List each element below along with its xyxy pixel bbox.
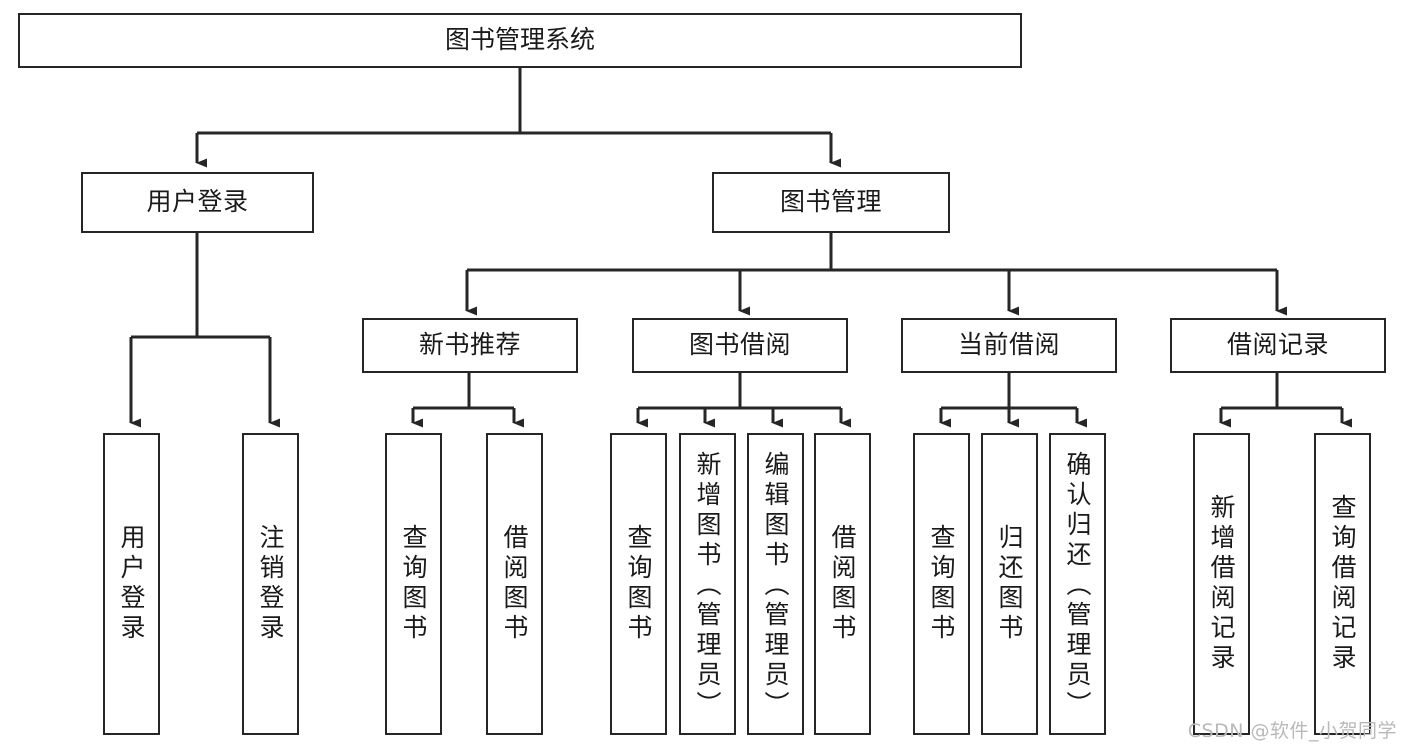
node-label: 归还图书: [995, 524, 1024, 644]
node-label: 借阅图书: [828, 524, 857, 644]
csdn-watermark: CSDN @软件_小贺同学: [1187, 720, 1397, 742]
node-book-management[interactable]: 图书管理: [712, 172, 950, 233]
node-label: 查询借阅记录: [1328, 494, 1357, 674]
node-new-book-recommend[interactable]: 新书推荐: [362, 318, 578, 373]
leaf-borrow-record-query-record[interactable]: 查询借阅记录: [1314, 433, 1371, 735]
node-user-login[interactable]: 用户登录: [81, 172, 314, 233]
leaf-user-login-login[interactable]: 用户登录: [103, 433, 160, 735]
leaf-current-borrow-return-books[interactable]: 归还图书: [981, 433, 1038, 735]
node-label: 确认归还（管理员）: [1063, 451, 1092, 721]
node-book-management-system[interactable]: 图书管理系统: [18, 13, 1022, 68]
leaf-current-borrow-query-books[interactable]: 查询图书: [913, 433, 970, 735]
node-label: 图书管理: [779, 187, 882, 217]
node-label: 新增图书（管理员）: [693, 451, 722, 721]
leaf-book-borrow-query-books[interactable]: 查询图书: [610, 433, 667, 735]
node-label: 当前借阅: [957, 330, 1060, 360]
leaf-book-borrow-borrow-books[interactable]: 借阅图书: [814, 433, 871, 735]
node-borrow-record[interactable]: 借阅记录: [1170, 318, 1386, 373]
node-label: 图书管理系统: [444, 25, 595, 55]
node-book-borrow[interactable]: 图书借阅: [632, 318, 848, 373]
leaf-user-login-logout[interactable]: 注销登录: [242, 433, 299, 735]
node-label: 用户登录: [117, 524, 146, 644]
node-label: 借阅图书: [500, 524, 529, 644]
node-label: 用户登录: [146, 187, 249, 217]
leaf-borrow-record-add-record[interactable]: 新增借阅记录: [1193, 433, 1250, 735]
leaf-current-borrow-confirm-return-admin[interactable]: 确认归还（管理员）: [1049, 433, 1106, 735]
node-label: 新书推荐: [418, 330, 521, 360]
node-label: 查询图书: [927, 524, 956, 644]
node-label: 查询图书: [624, 524, 653, 644]
node-label: 注销登录: [256, 524, 285, 644]
node-label: 编辑图书（管理员）: [761, 451, 790, 721]
node-label: 查询图书: [399, 524, 428, 644]
node-label: 图书借阅: [688, 330, 791, 360]
leaf-new-book-borrow-books[interactable]: 借阅图书: [486, 433, 543, 735]
leaf-book-borrow-edit-book-admin[interactable]: 编辑图书（管理员）: [747, 433, 804, 735]
leaf-new-book-query-books[interactable]: 查询图书: [385, 433, 442, 735]
leaf-book-borrow-add-book-admin[interactable]: 新增图书（管理员）: [679, 433, 736, 735]
node-current-borrow[interactable]: 当前借阅: [901, 318, 1117, 373]
node-label: 借阅记录: [1226, 330, 1329, 360]
node-label: 新增借阅记录: [1207, 494, 1236, 674]
